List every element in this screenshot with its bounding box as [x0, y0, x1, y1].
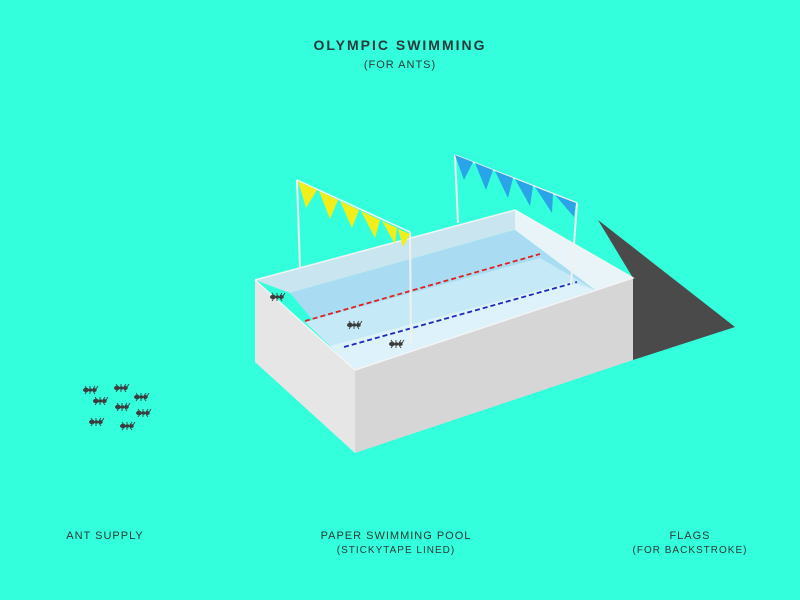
caption-ant-supply-label: ANT SUPPLY	[66, 530, 144, 542]
lane-rope-blue	[343, 281, 578, 348]
flag-bunting-front	[298, 181, 410, 247]
ant-icon	[92, 396, 109, 406]
page-title: OLYMPIC SWIMMING	[313, 37, 487, 53]
flag-pole-front-left	[296, 179, 301, 269]
flag-string-back	[454, 154, 578, 204]
page-subtitle: (FOR ANTS)	[363, 59, 437, 71]
caption-ant-supply: ANT SUPPLY	[40, 529, 170, 544]
ant-icon	[119, 421, 136, 431]
lane-rope-red	[304, 253, 541, 322]
flag-pole-back-left	[454, 154, 459, 224]
ant-icon	[133, 392, 150, 402]
ant-icon	[82, 385, 99, 395]
caption-flags-sublabel: (FOR BACKSTROKE)	[632, 544, 748, 556]
caption-flags-label: FLAGS	[669, 530, 711, 542]
pool-rim	[254, 209, 635, 371]
caption-pool-sublabel: (STICKYTAPE LINED)	[336, 544, 456, 556]
flag-pole-back-right	[570, 202, 578, 286]
pool-shadow	[598, 220, 735, 360]
ant-icon	[88, 417, 105, 427]
flag-pole-front-right	[409, 231, 412, 346]
ant-icon	[113, 383, 130, 393]
caption-pool-label: PAPER SWIMMING POOL	[320, 530, 472, 542]
pool-long-wall	[355, 278, 633, 453]
ant-icon	[135, 408, 152, 418]
caption-flags: FLAGS (FOR BACKSTROKE)	[620, 529, 760, 557]
ant-supply-cluster	[82, 383, 152, 431]
flag-string-front	[296, 179, 411, 233]
flag-bunting-back	[455, 155, 576, 217]
pool-front-wall	[255, 280, 355, 453]
pool-inner-back-wall	[255, 210, 515, 293]
caption-pool: PAPER SWIMMING POOL (STICKYTAPE LINED)	[296, 529, 496, 557]
ant-icon	[114, 402, 131, 412]
